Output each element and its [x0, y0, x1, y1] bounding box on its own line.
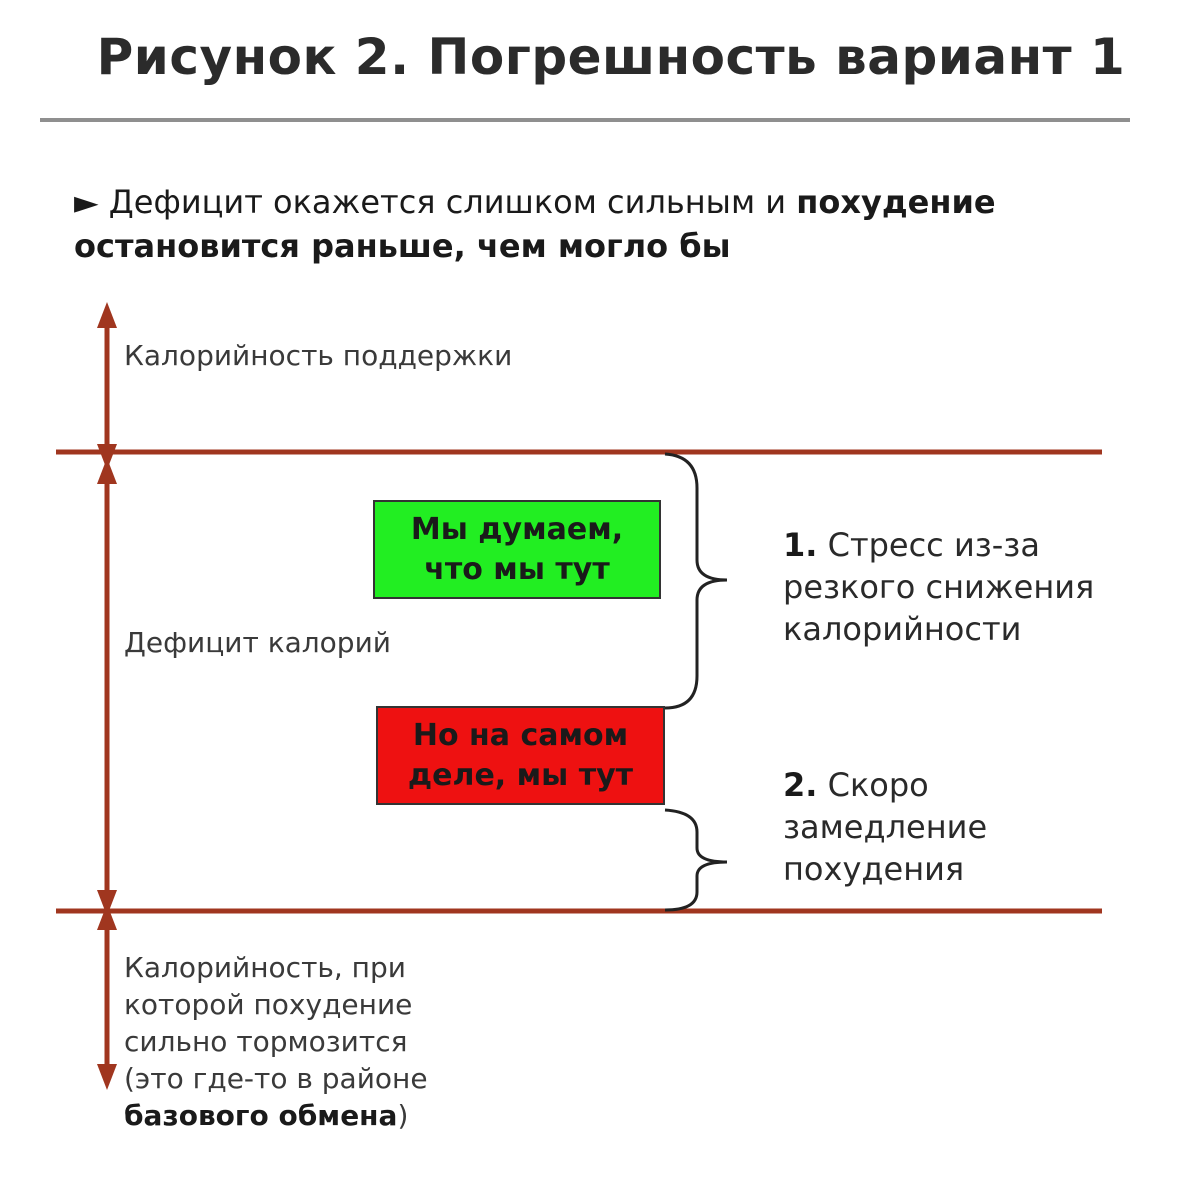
- reason-stress-text: Стресс из-за резкого снижения калорийнос…: [783, 526, 1095, 648]
- page-title: Рисунок 2. Погрешность вариант 1: [96, 28, 1126, 86]
- reason-slowdown: 2. Скоро замедление похудения: [783, 764, 1043, 890]
- lower-label-bold: базового обмена: [124, 1099, 398, 1132]
- lower-label-end: ): [397, 1099, 409, 1132]
- actually-here-box: Но на самом деле, мы тут: [376, 706, 665, 805]
- arrow-up-icon: [97, 458, 117, 484]
- think-box-label: Мы думаем, что мы тут: [410, 511, 624, 587]
- arrow-down-icon: [97, 890, 117, 916]
- arrow-down-icon: [97, 444, 117, 470]
- lower-label-text: Калорийность, при которой похудение силь…: [124, 951, 428, 1095]
- title-divider: [40, 118, 1130, 122]
- deficit-label: Дефицит калорий: [124, 626, 391, 659]
- bullet-triangle-icon: ►: [74, 183, 99, 221]
- reason-stress: 1. Стресс из-за резкого снижения калорий…: [783, 524, 1133, 650]
- maintenance-label: Калорийность поддержки: [124, 339, 513, 372]
- intro-text-plain: Дефицит окажется слишком сильным и: [108, 183, 797, 221]
- lower-level-label: Калорийность, при которой похудение силь…: [124, 949, 469, 1134]
- think-we-are-here-box: Мы думаем, что мы тут: [373, 500, 661, 599]
- reason-slowdown-number: 2.: [783, 766, 818, 804]
- actual-box-label: Но на самом деле, мы тут: [407, 717, 634, 793]
- reason-slowdown-text: Скоро замедление похудения: [783, 766, 988, 888]
- brace-slowdown-icon: [664, 808, 728, 912]
- arrow-up-icon: [97, 302, 117, 328]
- intro-statement: ► Дефицит окажется слишком сильным и пох…: [74, 180, 1134, 268]
- reason-stress-number: 1.: [783, 526, 818, 564]
- intro-text-bold: похудение остановится раньше, чем могло …: [74, 183, 996, 265]
- brace-stress-icon: [664, 452, 728, 710]
- arrow-down-icon: [97, 1064, 117, 1090]
- arrow-up-icon: [97, 904, 117, 930]
